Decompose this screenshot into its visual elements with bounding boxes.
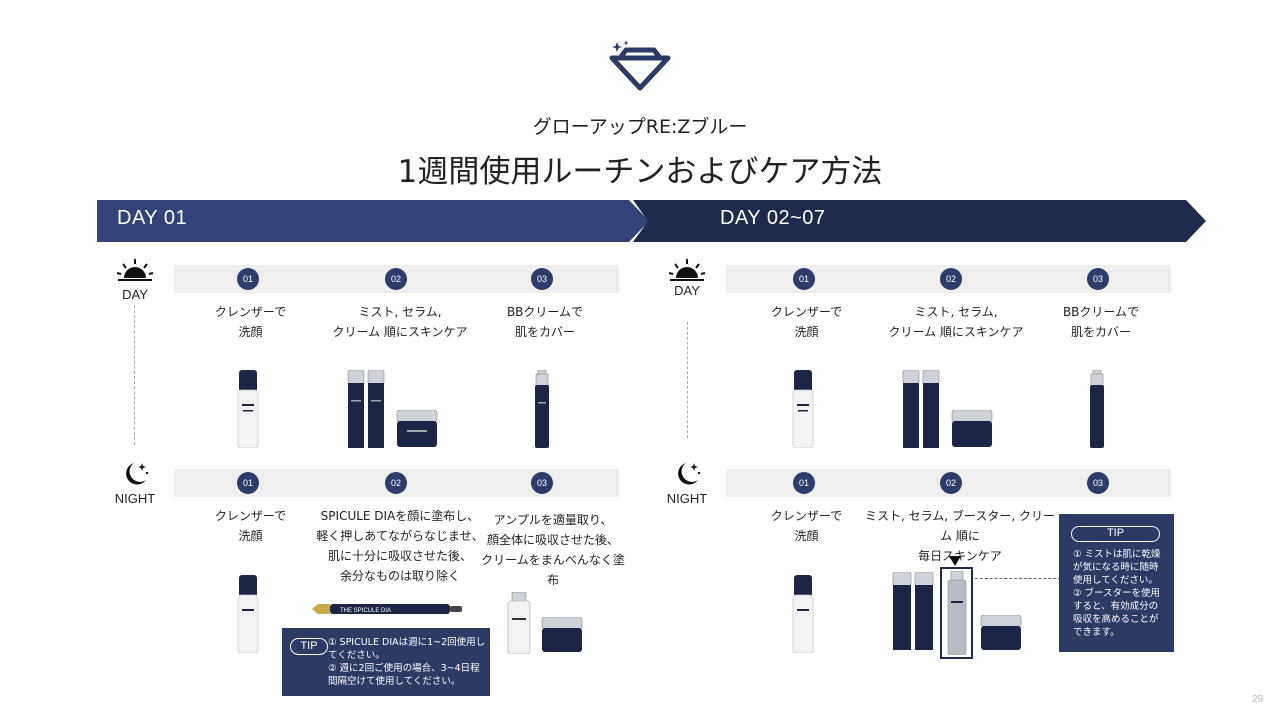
mist-serum-bottles-icon	[902, 370, 940, 448]
night-step-number-01: 01	[793, 472, 815, 494]
banner-day01-label: DAY 01	[117, 207, 188, 229]
timeline-divider	[687, 322, 688, 438]
day-step-3-text: BBクリームで肌をカバー	[506, 305, 584, 339]
booster-bottle-icon	[947, 571, 967, 655]
cleanser-bottle-icon	[792, 575, 814, 653]
step-number-03: 03	[531, 268, 553, 290]
step-number-03: 03	[1087, 268, 1109, 290]
page-number: 29	[1252, 694, 1264, 705]
banner-day01: DAY 01	[97, 200, 649, 242]
booster-highlight-frame	[940, 567, 973, 659]
day-step-1-text: クレンザーで洗顔	[770, 305, 843, 339]
bb-cream-bottle-icon	[535, 370, 549, 448]
day-label: DAY	[122, 287, 148, 302]
tip-text-day01: ① SPICULE DIAは週に1~2回使用してください。② 週に2回ご使用の場…	[328, 637, 486, 687]
night-step-1-text: クレンザーで洗顔	[770, 509, 843, 543]
cream-jar-icon	[396, 410, 438, 447]
sunrise-icon	[116, 259, 154, 281]
cream-jar-icon	[541, 617, 583, 652]
night-step-1-text: クレンザーで洗顔	[214, 509, 287, 543]
night-step-number-03: 03	[531, 472, 553, 494]
ampoule-bottle-icon	[507, 592, 531, 654]
timeline-divider	[134, 305, 135, 445]
tip-box-day0207: TIP ① ミストは肌に乾燥が気になる時に随時使用してください。② ブースターを…	[1059, 514, 1174, 652]
night-step-2-text: SPICULE DIAを顔に塗布し、軽く押しあてながらなじませ、肌に十分に吸収さ…	[316, 509, 484, 583]
moon-stars-icon	[126, 463, 149, 485]
tip-connector-line	[975, 578, 1061, 579]
night-label: NIGHT	[114, 491, 156, 506]
diamond-logo-icon	[609, 40, 671, 91]
day-label: DAY	[674, 283, 700, 298]
tip-box-day01: TIP ① SPICULE DIAは週に1~2回使用してください。② 週に2回ご…	[282, 628, 490, 696]
banner-day0207: DAY 02~07	[633, 200, 1206, 242]
cleanser-bottle-icon	[237, 575, 259, 653]
spicule-label: THE SPICULE DIA	[340, 608, 391, 614]
spicule-applicator-icon: THE SPICULE DIA	[312, 604, 462, 614]
tip-text-day0207: ① ミストは肌に乾燥が気になる時に随時使用してください。② ブースターを使用する…	[1073, 549, 1161, 638]
night-step-number-01: 01	[237, 472, 259, 494]
mist-serum-bottles-icon	[347, 370, 385, 448]
step-number-02: 02	[940, 268, 962, 290]
pointer-triangle-icon	[949, 556, 961, 566]
cream-jar-icon	[951, 410, 993, 447]
banner-day0207-label: DAY 02~07	[720, 207, 826, 229]
cream-jar-icon	[980, 615, 1022, 650]
mist-serum-bottles-icon	[892, 572, 934, 650]
night-step-number-02: 02	[385, 472, 407, 494]
night-step-number-03: 03	[1087, 472, 1109, 494]
night-step-number-02: 02	[940, 472, 962, 494]
night-step-3-text: アンプルを適量取り、顔全体に吸収させた後、クリームをまんべんなく塗布	[481, 513, 625, 587]
tip-badge: TIP	[290, 638, 328, 655]
sunrise-icon	[668, 259, 706, 281]
subtitle: グローアップRE:Zブルー	[532, 116, 748, 138]
cleanser-bottle-icon	[792, 370, 814, 448]
cleanser-bottle-icon	[237, 370, 259, 448]
step-number-01: 01	[237, 268, 259, 290]
day-step-3-text: BBクリームで肌をカバー	[1062, 305, 1140, 339]
bb-cream-bottle-icon	[1090, 370, 1104, 448]
tip-badge: TIP	[1071, 526, 1160, 542]
day-step-1-text: クレンザーで洗顔	[214, 305, 287, 339]
day-step-2-text: ミスト, セラム,クリーム 順にスキンケア	[888, 305, 1024, 339]
page-title: 1週間使用ルーチンおよびケア方法	[397, 154, 883, 190]
step-number-01: 01	[793, 268, 815, 290]
step-number-02: 02	[385, 268, 407, 290]
night-label: NIGHT	[666, 491, 708, 506]
moon-stars-icon	[678, 463, 701, 485]
day-step-2-text: ミスト, セラム,クリーム 順にスキンケア	[332, 305, 468, 339]
